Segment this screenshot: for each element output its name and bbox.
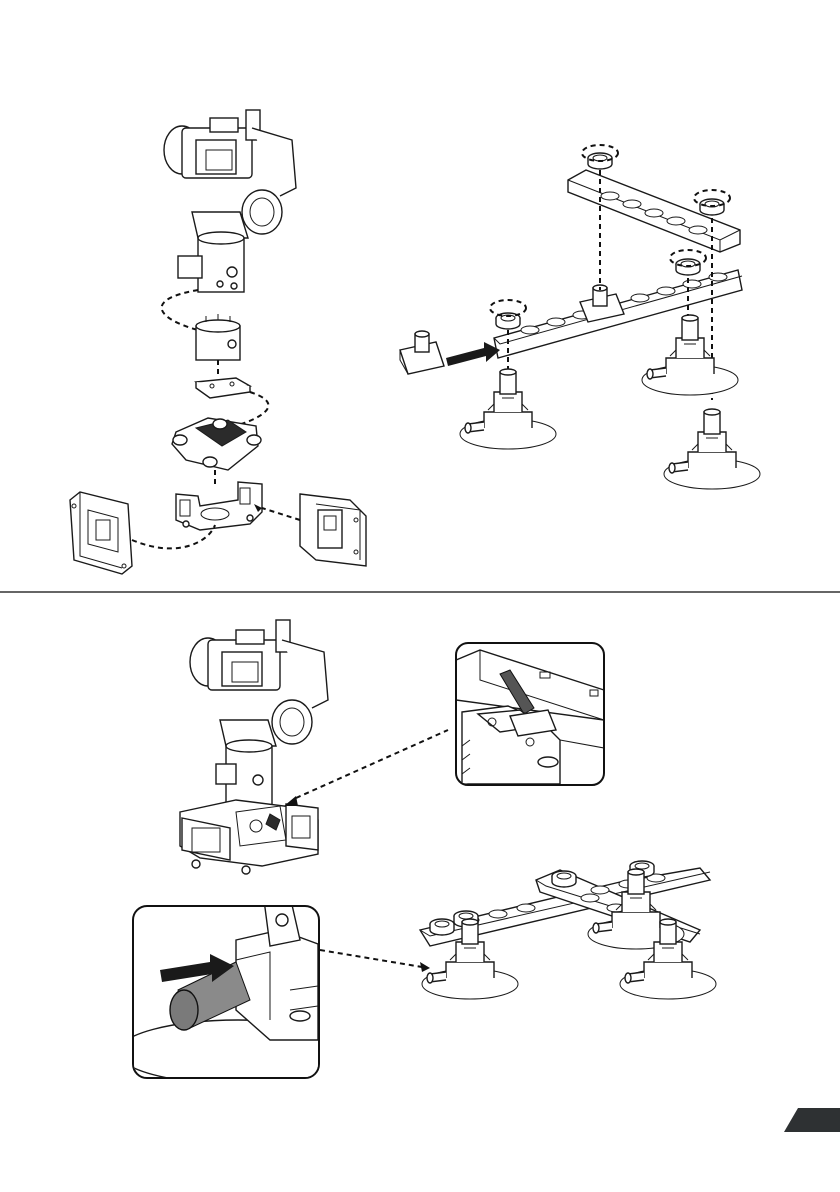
knob-mid-right: [670, 250, 706, 275]
knob-mid-left: [490, 300, 526, 329]
knob-top-right: [694, 190, 730, 215]
knob-push-detail: [118, 896, 358, 1084]
camera-on-gimbal-top: [164, 110, 296, 238]
suction-cup-2: [642, 315, 738, 395]
quick-release-adapter: [196, 314, 240, 360]
arrow-head: [284, 796, 298, 806]
mounting-plate: [196, 378, 250, 398]
slide-arrow: [446, 342, 500, 366]
connector-line: [238, 392, 268, 425]
gimbal-handle: [178, 232, 244, 292]
gimbal-assembled-figure: [180, 620, 448, 874]
camera-on-gimbal-bottom: [190, 620, 328, 746]
battery-cage-assembled: [180, 800, 318, 874]
callout-line: [296, 730, 448, 798]
v-mount-plate-left: [70, 492, 132, 574]
knob-a: [430, 919, 454, 935]
gimbal-base-mount: [172, 418, 261, 470]
arrow-head: [420, 962, 430, 972]
suction-rail-exploded-figure: [400, 145, 760, 489]
knob-c: [552, 871, 576, 887]
callout-line: [320, 950, 428, 968]
page-tab: [784, 1108, 840, 1132]
suction-cup-3: [664, 409, 760, 489]
v-mount-plate-right: [300, 494, 366, 566]
suction-cup-1: [460, 369, 556, 449]
cross-rail-assembled-figure: [420, 861, 716, 999]
knob-top-left: [582, 145, 618, 169]
connector-line: [262, 508, 300, 520]
end-clamp: [400, 331, 444, 374]
battery-bracket: [176, 482, 262, 530]
connector-line: [162, 290, 198, 330]
lock-lever-detail: [456, 643, 604, 785]
gimbal-exploded-figure: [70, 110, 366, 574]
